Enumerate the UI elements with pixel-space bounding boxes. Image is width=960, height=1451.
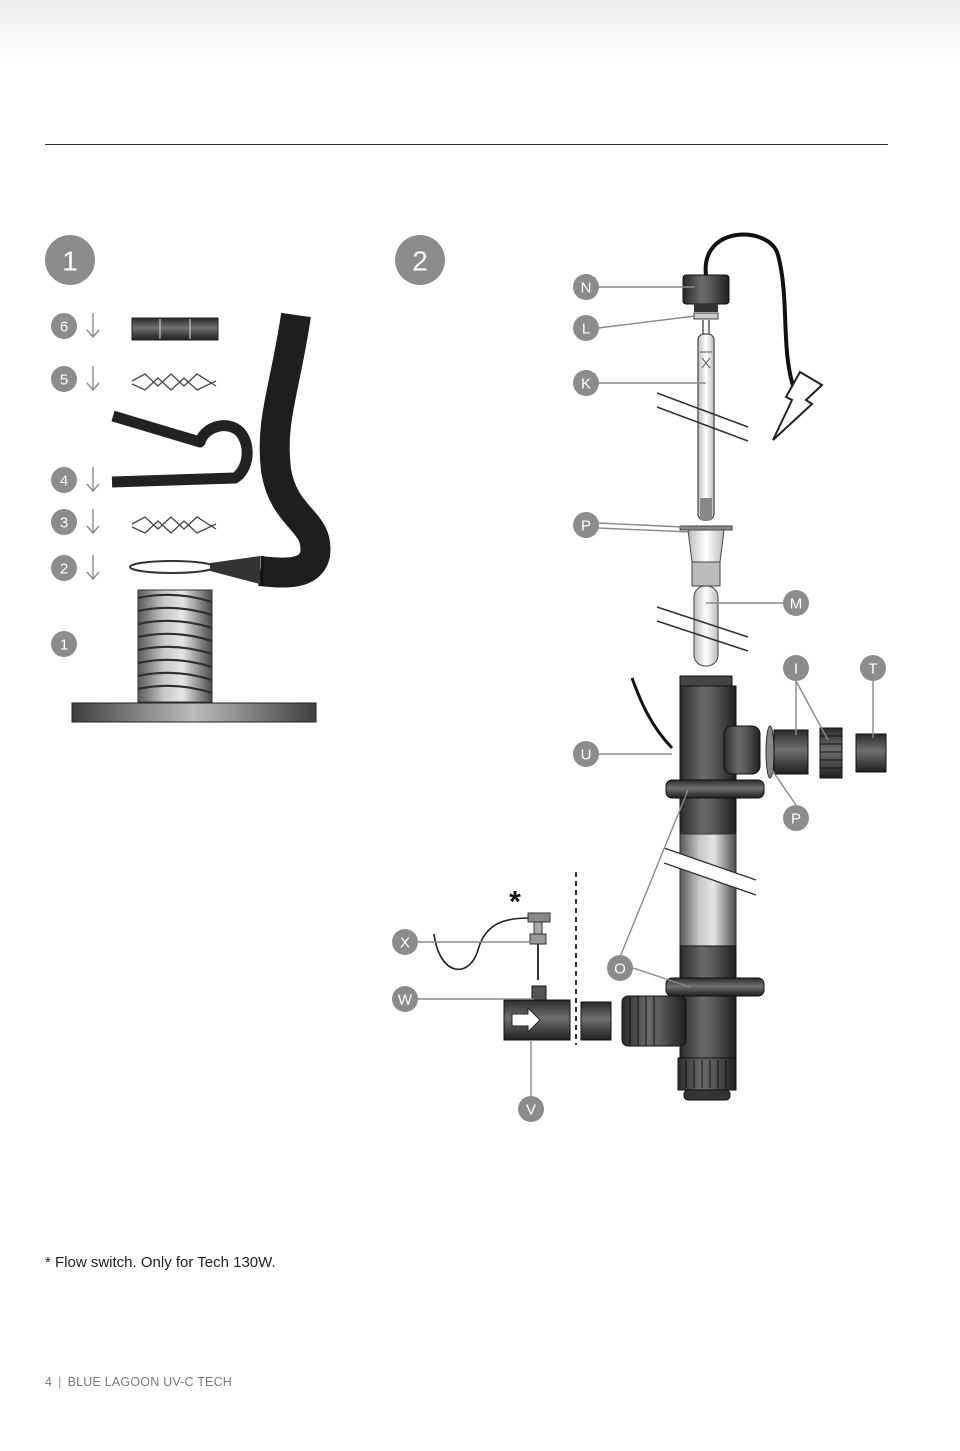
part-1-number: 1 (60, 637, 68, 654)
down-arrow-icon (86, 366, 100, 392)
uv-housing (621, 675, 765, 1101)
power-cable (703, 232, 797, 393)
lamp-connector (693, 312, 719, 320)
label-X-text: X (400, 935, 410, 952)
label-X: X (392, 929, 418, 955)
label-O-text: O (614, 961, 626, 978)
label-U-text: U (581, 747, 592, 764)
label-K: K (573, 370, 599, 396)
label-P-top: P (573, 512, 599, 538)
part-1-group: 1 (51, 589, 317, 723)
figure-1: 1 6 5 4 3 (45, 235, 331, 723)
label-P-side: P (783, 805, 809, 831)
down-arrow-icon (86, 555, 100, 581)
page-footer: 4 | BLUE LAGOON UV-C TECH (45, 1375, 232, 1389)
o-ring (129, 560, 215, 574)
label-P-side-text: P (791, 811, 801, 828)
lamp-cap (682, 274, 730, 305)
quartz-sleeve (693, 585, 719, 667)
page-top-shade (0, 0, 960, 60)
step-1-number: 1 (62, 246, 78, 277)
part-2-group: 2 (51, 555, 215, 581)
down-arrow-icon (86, 509, 100, 535)
label-L-text: L (582, 321, 590, 338)
label-T-text: T (868, 661, 877, 678)
label-N-text: N (581, 280, 592, 297)
flow-switch-footnote: * Flow switch. Only for Tech 130W. (45, 1254, 276, 1271)
step-1-badge: 1 (45, 235, 95, 285)
sleeve-holder (687, 529, 725, 563)
label-T: T (860, 655, 886, 681)
figure-2: 2 (392, 232, 887, 1122)
part-4-group: 4 (51, 410, 253, 493)
part-3-number: 3 (60, 515, 68, 532)
label-O: O (607, 955, 633, 981)
label-I: I (783, 655, 809, 681)
label-U: U (573, 741, 599, 767)
label-M: M (783, 590, 809, 616)
flow-direction-arrow-icon (511, 1006, 541, 1034)
union-nut (819, 727, 843, 779)
step-2-number: 2 (412, 246, 428, 277)
document-title: BLUE LAGOON UV-C TECH (67, 1375, 233, 1389)
part-4-number: 4 (60, 473, 68, 490)
adapter-sleeve (773, 729, 809, 775)
label-N: N (573, 274, 599, 300)
base-flange (71, 702, 317, 723)
coupling (580, 1001, 612, 1041)
label-L: L (573, 315, 599, 341)
label-K-text: K (581, 376, 591, 393)
mounting-bracket (665, 779, 765, 799)
footer-separator: | (58, 1375, 62, 1389)
label-W: W (392, 986, 418, 1012)
seal-tape (131, 516, 217, 534)
seal-tape (131, 373, 217, 391)
label-P-top-text: P (581, 518, 591, 535)
part-5-group: 5 (51, 366, 217, 392)
part-5-number: 5 (60, 372, 68, 389)
part-6-number: 6 (60, 319, 68, 336)
part-2-number: 2 (60, 561, 68, 578)
part-6-group: 6 (51, 313, 219, 341)
label-I-text: I (794, 661, 798, 678)
mounting-bracket (665, 977, 765, 997)
down-arrow-icon (86, 313, 100, 339)
label-V-text: V (526, 1102, 536, 1119)
asterisk-mark: * (509, 886, 521, 919)
switch-cable (433, 917, 531, 971)
part-3-group: 3 (51, 509, 217, 535)
page-number: 4 (45, 1375, 53, 1389)
leader-lines (417, 286, 874, 1096)
header-rule (45, 144, 888, 145)
step-2-badge: 2 (395, 235, 445, 285)
hose (210, 312, 331, 588)
label-W-text: W (398, 992, 413, 1009)
label-M-text: M (790, 596, 803, 613)
stainless-tube (679, 833, 737, 947)
down-arrow-icon (86, 467, 100, 493)
electric-arrow-icon (772, 370, 824, 441)
label-V: V (518, 1096, 544, 1122)
locking-nut (131, 317, 219, 341)
hose-tail (855, 733, 887, 773)
hose-clip (111, 410, 253, 488)
